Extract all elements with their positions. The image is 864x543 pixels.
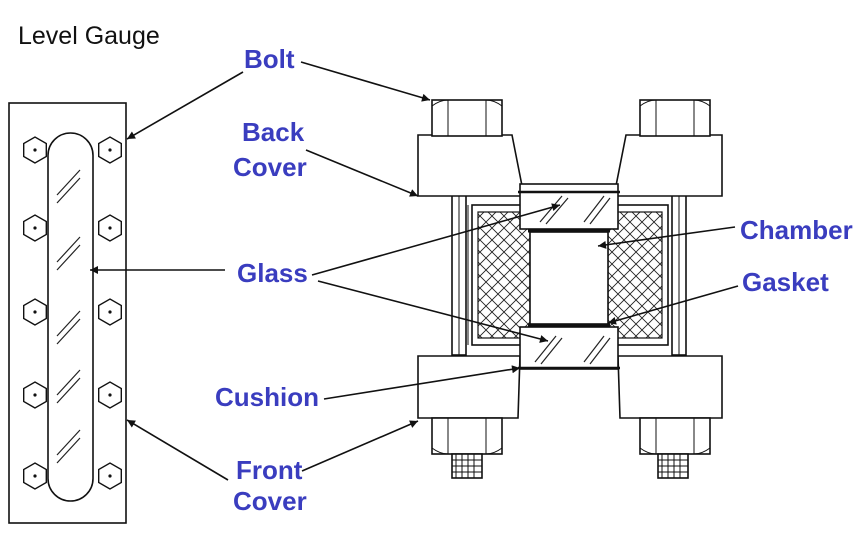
bolt-center-4 (108, 226, 112, 230)
label-gasket: Gasket (742, 267, 829, 297)
leader-gasket (607, 285, 739, 325)
section-view (417, 99, 723, 479)
front-cover-left (417, 355, 521, 419)
leader-lines (90, 61, 739, 481)
part-labels: Bolt Back Cover Glass Cushion Front Cove… (215, 44, 853, 516)
label-front-cover-line1: Front (236, 455, 303, 485)
label-front-cover-line2: Cover (233, 486, 307, 516)
back-cover-left (417, 134, 525, 197)
label-chamber: Chamber (740, 215, 853, 245)
bolt-heads (23, 136, 123, 490)
bottom-glass (519, 326, 619, 370)
back-cover-right (613, 134, 723, 197)
right-packing (607, 211, 663, 339)
bolt-center-6 (108, 310, 112, 314)
bolt-center-10 (108, 474, 112, 478)
bolt-center-5 (33, 310, 37, 314)
diagram-title: Level Gauge (18, 22, 160, 50)
chamber (529, 231, 609, 325)
bolt-center-2 (108, 148, 112, 152)
leader-bolt-front (126, 71, 244, 140)
front-cover-plate (8, 102, 127, 524)
glass-reflection-marks (56, 169, 81, 464)
label-bolt: Bolt (244, 44, 295, 74)
glass-window (47, 132, 94, 502)
left-thread (451, 453, 483, 479)
bolt-center-7 (33, 393, 37, 397)
right-nut (639, 417, 711, 455)
leader-front-cover-plate (126, 419, 229, 481)
leader-cushion (323, 365, 521, 400)
bolt-center-9 (33, 474, 37, 478)
left-bolt-head (431, 99, 503, 137)
right-bolt-head (639, 99, 711, 137)
leader-back-cover (305, 149, 419, 197)
label-back-cover-line1: Back (242, 117, 305, 147)
leader-front-cover-section (301, 420, 419, 472)
label-glass: Glass (237, 258, 308, 288)
front-view (8, 102, 127, 524)
bolt-center-3 (33, 226, 37, 230)
left-packing (477, 211, 531, 339)
label-back-cover-line2: Cover (233, 152, 307, 182)
leader-bolt-section (300, 61, 431, 102)
bolt-center-1 (33, 148, 37, 152)
bolt-center-8 (108, 393, 112, 397)
leader-chamber (597, 226, 736, 249)
label-cushion: Cushion (215, 382, 319, 412)
leader-glass-bottom (317, 280, 549, 343)
leader-glass-top (311, 203, 561, 276)
front-cover-right (617, 355, 723, 419)
right-thread (657, 453, 689, 479)
left-nut (431, 417, 503, 455)
